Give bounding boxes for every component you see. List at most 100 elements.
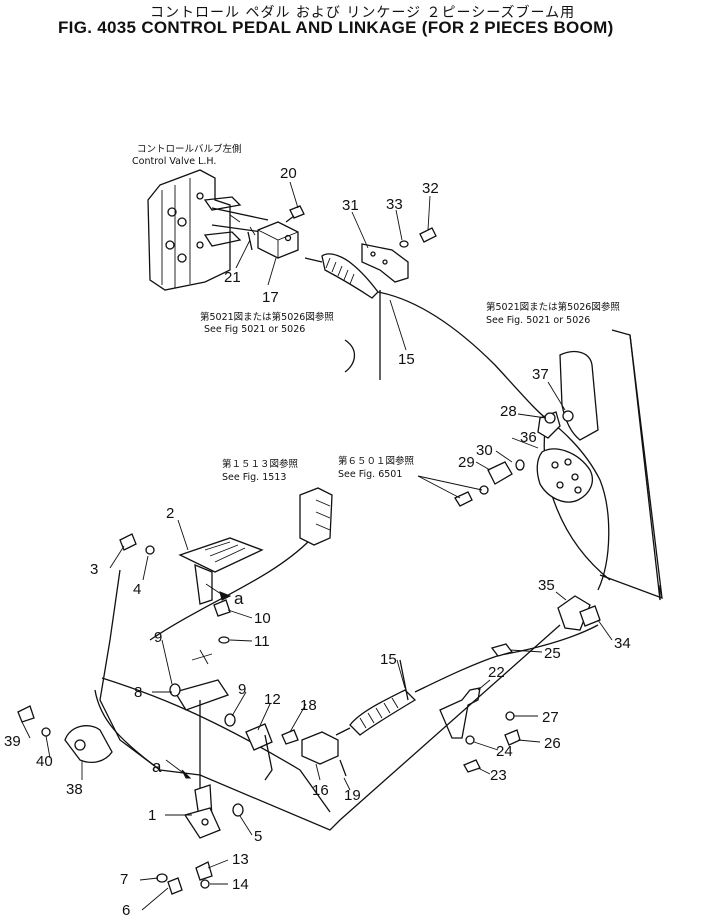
upper-cable-assembly bbox=[304, 243, 549, 421]
control-valve-label: Control Valve L.H. bbox=[132, 156, 216, 167]
part-label-5: 5 bbox=[254, 828, 262, 845]
part-label-36: 36 bbox=[520, 429, 537, 446]
part-label-18: 18 bbox=[300, 697, 317, 714]
part-label-35: 35 bbox=[538, 577, 555, 594]
part-label-1: 1 bbox=[148, 807, 156, 824]
part-label-32: 32 bbox=[422, 180, 439, 197]
part-24-washer bbox=[465, 735, 475, 745]
part-label-9-right: 9 bbox=[238, 681, 246, 698]
part-label-19: 19 bbox=[344, 787, 361, 804]
part-label-24: 24 bbox=[496, 743, 513, 760]
part-18-bolt bbox=[281, 729, 299, 745]
part-label-23: 23 bbox=[490, 767, 507, 784]
part-23-bolt bbox=[463, 759, 481, 773]
part-label-28: 28 bbox=[500, 403, 517, 420]
ref-5021b-label: See Fig. 5021 or 5026 bbox=[486, 315, 590, 326]
part-28-ball bbox=[544, 412, 556, 424]
part-label-29: 29 bbox=[458, 454, 475, 471]
section-mark-a-lower: a bbox=[152, 757, 162, 776]
part-13-bolt bbox=[195, 861, 213, 881]
figure-title: FIG. 4035 CONTROL PEDAL AND LINKAGE (FOR… bbox=[58, 18, 614, 37]
part-37-nut bbox=[562, 410, 574, 422]
floor-plate bbox=[99, 569, 561, 831]
part-4-washer bbox=[145, 545, 155, 555]
ref-6501-label-jp: 第６５０１図参照 bbox=[338, 455, 415, 467]
part-label-6: 6 bbox=[122, 902, 130, 916]
part-29-bolt bbox=[487, 461, 513, 485]
part-label-13: 13 bbox=[232, 851, 249, 868]
part-6-bolt bbox=[167, 877, 183, 895]
part-label-15-lower: 15 bbox=[380, 651, 397, 668]
part-label-20: 20 bbox=[280, 165, 297, 182]
lower-cable-assembly bbox=[335, 624, 599, 736]
right-panel-plate bbox=[559, 351, 599, 441]
part-label-15-upper: 15 bbox=[398, 351, 415, 368]
part-label-25: 25 bbox=[544, 645, 561, 662]
part-7-washer bbox=[156, 873, 168, 883]
part-11-washer bbox=[218, 636, 230, 644]
part-label-27: 27 bbox=[542, 709, 559, 726]
ref-5021b-label-jp: 第5021図または第5026図参照 bbox=[486, 301, 620, 313]
ref-1513-label: See Fig. 1513 bbox=[222, 472, 286, 483]
part-label-17: 17 bbox=[262, 289, 279, 306]
right-panel-edge bbox=[611, 329, 661, 601]
part-label-30: 30 bbox=[476, 442, 493, 459]
part-27-washer bbox=[505, 711, 515, 721]
part-label-9-left: 9 bbox=[154, 629, 162, 646]
part-label-21: 21 bbox=[224, 269, 241, 286]
part-32-bolt bbox=[419, 227, 437, 243]
part-label-11: 11 bbox=[254, 633, 270, 650]
part-label-3: 3 bbox=[90, 561, 98, 578]
part-10-bolt bbox=[213, 599, 231, 617]
ref-5021-label-jp: 第5021図または第5026図参照 bbox=[200, 311, 334, 323]
linkage-lever-36 bbox=[536, 448, 593, 503]
part-label-2: 2 bbox=[166, 505, 174, 522]
control-valve-label-jp: コントロールバルブ左側 bbox=[137, 143, 242, 155]
part-label-4: 4 bbox=[133, 581, 141, 598]
part-38-switch bbox=[64, 725, 113, 763]
part-label-10: 10 bbox=[254, 610, 271, 627]
part-9-bushing-a bbox=[169, 683, 181, 697]
part-label-12: 12 bbox=[264, 691, 281, 708]
part-label-40: 40 bbox=[36, 753, 53, 770]
leader-lines bbox=[21, 181, 613, 911]
figure-title-japanese: コントロール ペダル および リンケージ ２ピーシーズブーム用 bbox=[150, 5, 576, 21]
part-3-bolt bbox=[119, 533, 137, 551]
part-label-26: 26 bbox=[544, 735, 561, 752]
part-33-washer bbox=[399, 240, 409, 248]
part-14-washer bbox=[200, 879, 210, 889]
right-cable-run bbox=[547, 419, 610, 591]
part-label-34: 34 bbox=[614, 635, 631, 652]
part-label-22: 22 bbox=[488, 664, 505, 681]
ref-1513-label-jp: 第１５１３図参照 bbox=[222, 458, 299, 470]
part-1-lever bbox=[183, 700, 221, 839]
part-20-bolt bbox=[289, 205, 305, 219]
part-16-block bbox=[301, 731, 339, 765]
section-mark-a-upper: a bbox=[234, 589, 244, 608]
part-label-33: 33 bbox=[386, 196, 403, 213]
part-25-clip bbox=[490, 643, 514, 657]
ref-6501-label: See Fig. 6501 bbox=[338, 469, 402, 480]
part-label-14: 14 bbox=[232, 876, 249, 893]
part-12-shaft bbox=[245, 723, 273, 751]
part-label-39: 39 bbox=[4, 733, 21, 750]
part-5-nut bbox=[232, 803, 244, 817]
part-39-bolt bbox=[17, 705, 35, 723]
part-label-8: 8 bbox=[134, 684, 142, 701]
part-label-38: 38 bbox=[66, 781, 83, 798]
part-19-pin bbox=[339, 759, 347, 777]
ref-6501-bolt bbox=[454, 491, 473, 507]
part-8-plate bbox=[173, 679, 230, 711]
part-label-37: 37 bbox=[532, 366, 549, 383]
part-label-16: 16 bbox=[312, 782, 329, 799]
part-label-7: 7 bbox=[120, 871, 128, 888]
part-label-31: 31 bbox=[342, 197, 359, 214]
part-34-end bbox=[579, 605, 601, 627]
part-9-bushing-b bbox=[224, 713, 236, 727]
part-30-washer bbox=[515, 459, 525, 471]
part-2-pedal bbox=[178, 537, 264, 605]
ref-1513-bracket bbox=[299, 487, 333, 546]
part-40-washer bbox=[41, 727, 51, 737]
ref-5021-label: See Fig 5021 or 5026 bbox=[204, 324, 305, 335]
